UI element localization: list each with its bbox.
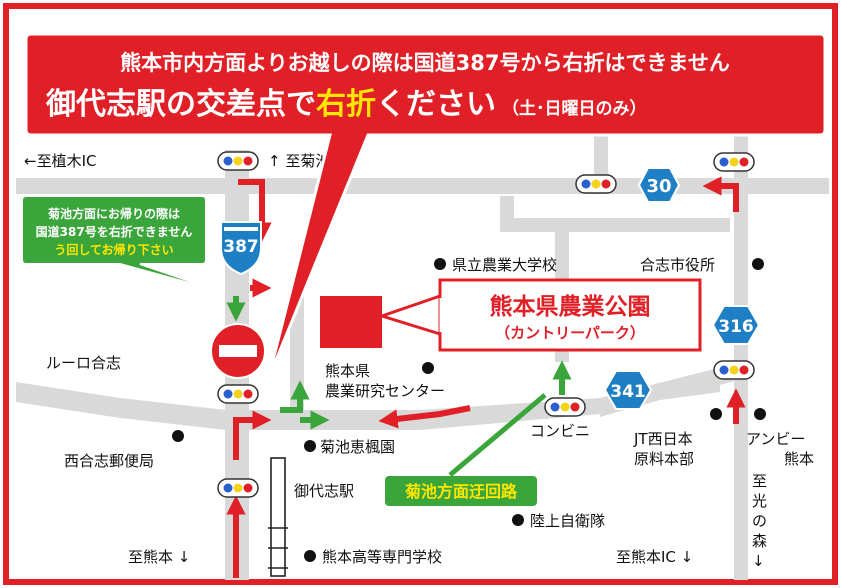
label-pref-univ: 県立農業大学校	[452, 256, 557, 274]
route-316-sign: 316	[711, 305, 761, 345]
traffic-signal	[575, 174, 617, 194]
banner-line2-a: 御代志駅の交差点で	[45, 87, 316, 122]
label-to-hikarinomori-5: ↓	[752, 552, 765, 570]
label-nishi-post: 西合志郵便局	[64, 452, 154, 470]
traffic-signal	[713, 360, 755, 380]
label-to-hikarinomori-3: の	[752, 512, 767, 530]
label-gsdf: 陸上自衛隊	[530, 512, 605, 530]
notice-box: 菊池方面にお帰りの際は 国道387号を右折できません う回してお帰り下さい	[21, 195, 223, 293]
traffic-signal	[713, 152, 755, 172]
label-to-ueki: ←至植木IC	[24, 152, 96, 170]
notice-line3: う回してお帰り下さい	[54, 242, 173, 257]
main-route-arrows	[226, 176, 746, 578]
label-ambe-2: 熊本	[784, 450, 814, 468]
no-entry-sign	[210, 323, 266, 379]
route-316-number: 316	[718, 317, 754, 337]
route-387-shield: 387	[220, 221, 262, 276]
traffic-signal	[217, 384, 259, 404]
traffic-signal	[217, 151, 259, 171]
label-miyoshi-station: 御代志駅	[294, 482, 354, 500]
park-subtitle: （カントリーパーク）	[495, 324, 645, 342]
label-ambe-1: アンビー	[746, 430, 805, 448]
park-callout-pointer	[377, 294, 441, 336]
route-30-number: 30	[646, 176, 671, 197]
label-rooro: ルーロ合志	[46, 354, 121, 372]
label-research-2: 農業研究センター	[325, 382, 445, 400]
route-341-number: 341	[610, 382, 646, 402]
park-callout	[438, 278, 702, 352]
park-title: 熊本県農業公園	[490, 293, 651, 320]
label-research-1: 熊本県	[325, 362, 370, 380]
traffic-signal	[544, 397, 586, 417]
label-kikuchi-keifuen: 菊池恵楓園	[320, 438, 395, 456]
label-to-kumamoto: 至熊本 ↓	[128, 548, 190, 566]
banner-line1: 熊本市内方面よりお越しの際は国道387号から右折はできません	[120, 51, 730, 75]
route-341-sign: 341	[603, 370, 653, 410]
park-block	[320, 296, 382, 348]
label-jt-1: JT西日本	[633, 430, 693, 448]
label-jt-2: 原料本部	[634, 450, 694, 468]
label-conveni: コンビニ	[530, 422, 590, 440]
label-to-hikarinomori-2: 光	[752, 492, 767, 510]
banner-line2-note: （土･日曜日のみ）	[502, 98, 647, 119]
label-to-kikuchi: ↑ 至菊池	[268, 152, 330, 170]
label-kumamoto-college: 熊本高等専門学校	[322, 548, 442, 566]
banner-line2-c: ください	[376, 87, 496, 122]
route-30-sign: 30	[637, 167, 681, 203]
route-387-number: 387	[223, 237, 259, 257]
notice-line2: 国道387号を右折できません	[36, 224, 193, 239]
label-to-hikarinomori-4: 森	[752, 532, 767, 550]
landmark-dots	[172, 258, 766, 562]
banner-line2-b: 右折	[316, 87, 376, 122]
banner-line2: 御代志駅の交差点で右折ください （土･日曜日のみ）	[45, 87, 647, 122]
detour-label-box	[383, 474, 539, 508]
detour-callout-line	[448, 393, 547, 477]
top-banner: 熊本市内方面よりお越しの際は国道387号から右折はできません 御代志駅の交差点で…	[24, 32, 827, 381]
label-to-hikarinomori-1: 至	[752, 472, 767, 490]
railway	[268, 457, 288, 577]
detour-label: 菊池方面迂回路	[405, 482, 518, 501]
label-koshi-office: 合志市役所	[640, 256, 715, 274]
traffic-signal	[217, 478, 259, 498]
label-to-kumamoto-ic: 至熊本IC ↓	[616, 548, 693, 566]
notice-line1: 菊池方面にお帰りの際は	[47, 206, 180, 221]
detour-arrows	[226, 296, 572, 430]
